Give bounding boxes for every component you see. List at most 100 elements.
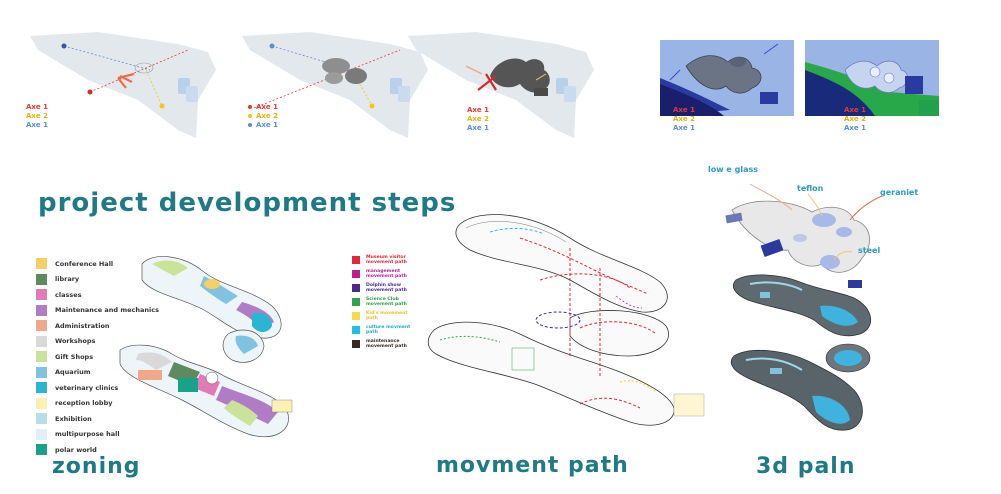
legend-label: Exhibition [55, 414, 92, 423]
swatch [352, 284, 360, 292]
movement-plan-drawing [427, 214, 705, 426]
swatch [36, 382, 47, 394]
step-diagram-2 [242, 32, 428, 138]
legend-item: polar world [36, 442, 159, 458]
legend-label: Administration [55, 321, 110, 330]
zoning-plan-drawing [119, 256, 293, 438]
callout-geraniet: geraniet [880, 188, 919, 197]
axes-legend-4: Axe 1 Axe 2 Axe 1 [673, 106, 695, 133]
legend-label: Workshops [55, 337, 96, 346]
axe-label-3: Axe 1 [673, 124, 695, 132]
heading-movement-path: movment path [436, 453, 629, 478]
step-diagram-5 [805, 40, 939, 116]
movement-label: Dolphin show movement path [366, 283, 407, 293]
axe-label-3: Axe 1 [467, 124, 489, 132]
movement-label: Museum visitor movement path [366, 255, 407, 265]
swatch [36, 304, 47, 316]
legend-item: classes [36, 287, 159, 303]
swatch [352, 340, 360, 348]
movement-legend-item: Museum visitor movement path [352, 255, 421, 269]
swatch [36, 335, 47, 347]
callout-teflon: teflon [797, 184, 824, 193]
axe-label-1: Axe 1 [467, 106, 489, 114]
callout-low-e-glass: low e glass [708, 165, 759, 174]
legend-label: Gift Shops [55, 352, 94, 361]
callout-steel: steel [858, 246, 881, 255]
step-diagram-4 [660, 40, 794, 116]
movement-label: management movement path [366, 269, 407, 279]
axes-legend-2: Axe 1 Axe 2 Axe 1 [248, 103, 278, 130]
legend-label: veterinary clinics [55, 383, 119, 392]
axe-label-3: Axe 1 [844, 124, 866, 132]
axe-label-1: Axe 1 [248, 103, 278, 112]
movement-legend: Museum visitor movement path management … [352, 255, 421, 353]
swatch [36, 351, 47, 363]
axes-legend-1: Axe 1 Axe 2 Axe 1 [26, 103, 48, 130]
heading-project-development: project development steps [38, 188, 457, 218]
legend-item: Aquarium [36, 365, 159, 381]
3d-floor-plan-drawing-1 [732, 274, 871, 337]
swatch [36, 366, 47, 378]
legend-item: multipurpose hall [36, 427, 159, 443]
swatch [36, 258, 47, 270]
legend-item: Exhibition [36, 411, 159, 427]
legend-label: polar world [55, 445, 97, 454]
axe-label-2: Axe 2 [673, 115, 695, 123]
swatch [36, 397, 47, 409]
axe-label-1: Axe 1 [26, 103, 48, 111]
swatch [36, 320, 47, 332]
legend-label: Maintenance and mechanics [55, 306, 159, 315]
swatch [36, 413, 47, 425]
axe-label-3: Axe 1 [26, 121, 48, 129]
swatch [36, 273, 47, 285]
3d-roof-drawing [725, 183, 883, 288]
heading-zoning: zoning [52, 454, 141, 479]
legend-label: reception lobby [55, 399, 113, 408]
axe-label-2: Axe 2 [844, 115, 866, 123]
movement-legend-item: Dolphin show movement path [352, 283, 421, 297]
legend-label: library [55, 275, 80, 284]
movement-legend-item: management movement path [352, 269, 421, 283]
legend-label: classes [55, 290, 82, 299]
swatch [36, 428, 47, 440]
swatch [36, 444, 47, 456]
step-diagram-3 [408, 32, 594, 138]
swatch [352, 298, 360, 306]
axes-legend-5: Axe 1 Axe 2 Axe 1 [844, 106, 866, 133]
legend-label: Conference Hall [55, 259, 114, 268]
swatch [352, 270, 360, 278]
movement-legend-item: Science Club movement path [352, 297, 421, 311]
movement-label: Kid's movement path [366, 311, 408, 321]
axe-label-2: Axe 2 [248, 112, 278, 121]
swatch [352, 312, 360, 320]
swatch [352, 326, 360, 334]
axe-label-2: Axe 2 [467, 115, 489, 123]
legend-item: Workshops [36, 334, 159, 350]
legend-item: Administration [36, 318, 159, 334]
movement-legend-item: maintenance movement path [352, 339, 421, 353]
legend-item: veterinary clinics [36, 380, 159, 396]
heading-3d-plan: 3d paln [756, 454, 856, 479]
movement-legend-item: culture movment path [352, 325, 421, 339]
axe-label-3: Axe 1 [248, 121, 278, 130]
legend-label: multipurpose hall [55, 430, 120, 439]
movement-legend-item: Kid's movement path [352, 311, 421, 325]
3d-floor-plan-drawing-2 [730, 343, 871, 431]
movement-label: Science Club movement path [366, 297, 407, 307]
legend-item: Conference Hall [36, 256, 159, 272]
axes-legend-3: Axe 1 Axe 2 Axe 1 [467, 106, 489, 133]
step-diagram-1 [30, 32, 216, 138]
legend-item: library [36, 272, 159, 288]
legend-item: Maintenance and mechanics [36, 303, 159, 319]
axe-label-2: Axe 2 [26, 112, 48, 120]
legend-item: Gift Shops [36, 349, 159, 365]
zoning-legend: Conference Hall library classes Maintena… [36, 256, 159, 458]
axe-label-1: Axe 1 [844, 106, 866, 114]
legend-label: Aquarium [55, 368, 91, 377]
swatch [36, 289, 47, 301]
movement-label: culture movment path [366, 325, 411, 335]
movement-label: maintenance movement path [366, 339, 407, 349]
legend-item: reception lobby [36, 396, 159, 412]
axe-label-1: Axe 1 [673, 106, 695, 114]
swatch [352, 256, 360, 264]
